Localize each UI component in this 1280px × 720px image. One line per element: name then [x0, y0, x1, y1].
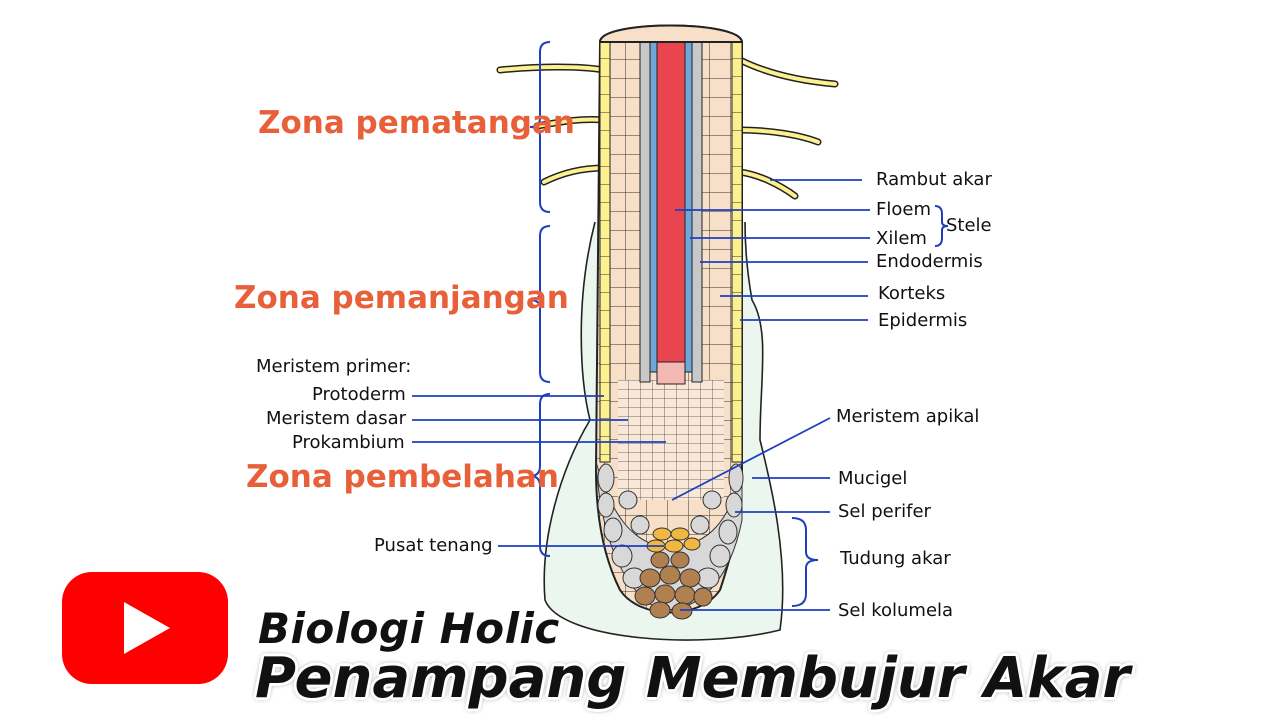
pericycle-left [639, 41, 651, 383]
stele-brace [934, 205, 949, 247]
play-icon [124, 602, 170, 654]
phloem-left [649, 41, 658, 373]
mucigel-label: Mucigel [838, 468, 908, 489]
video-title: Penampang Membujur Akar [255, 646, 1131, 711]
root-top [598, 24, 744, 43]
zone-division-label: Zona pembelahan [246, 459, 559, 495]
zone-maturation-label: Zona pematangan [258, 105, 575, 141]
stele-label: Stele [946, 215, 992, 236]
xylem-core [656, 41, 686, 363]
apical-meristem-label: Meristem apikal [836, 406, 980, 427]
endodermis-label: Endodermis [876, 251, 983, 272]
cortex-label: Korteks [878, 283, 946, 304]
channel-name: Biologi Holic [258, 604, 560, 653]
ground-meristem-label: Meristem dasar [266, 408, 407, 429]
zone-elongation-label: Zona pemanjangan [234, 280, 569, 316]
protoderm-label: Protoderm [312, 384, 406, 405]
meristem-cells [618, 380, 724, 500]
primary-meristem-label: Meristem primer: [256, 356, 412, 377]
phloem-label: Floem [876, 199, 931, 220]
youtube-logo [62, 572, 228, 684]
zone-braces [529, 41, 551, 557]
procambium-label: Prokambium [292, 432, 405, 453]
xylem-label: Xilem [876, 228, 927, 249]
epidermis-label: Epidermis [878, 310, 968, 331]
epidermis-right [731, 41, 743, 463]
epidermis-left [599, 41, 611, 463]
columella-cells [634, 551, 713, 620]
root-hair-label: Rambut akar [876, 169, 992, 190]
xylem-tip [656, 361, 686, 385]
root-cap [595, 461, 744, 611]
leader-lines [412, 179, 870, 611]
root-cap-brace [791, 517, 819, 607]
phloem-right [684, 41, 693, 373]
columella-label: Sel kolumela [838, 600, 954, 621]
peripheral-cells-label: Sel perifer [838, 501, 931, 522]
root-cap-label: Tudung akar [840, 548, 951, 569]
quiescent-center-label: Pusat tenang [374, 535, 493, 556]
pericycle-right [691, 41, 703, 383]
